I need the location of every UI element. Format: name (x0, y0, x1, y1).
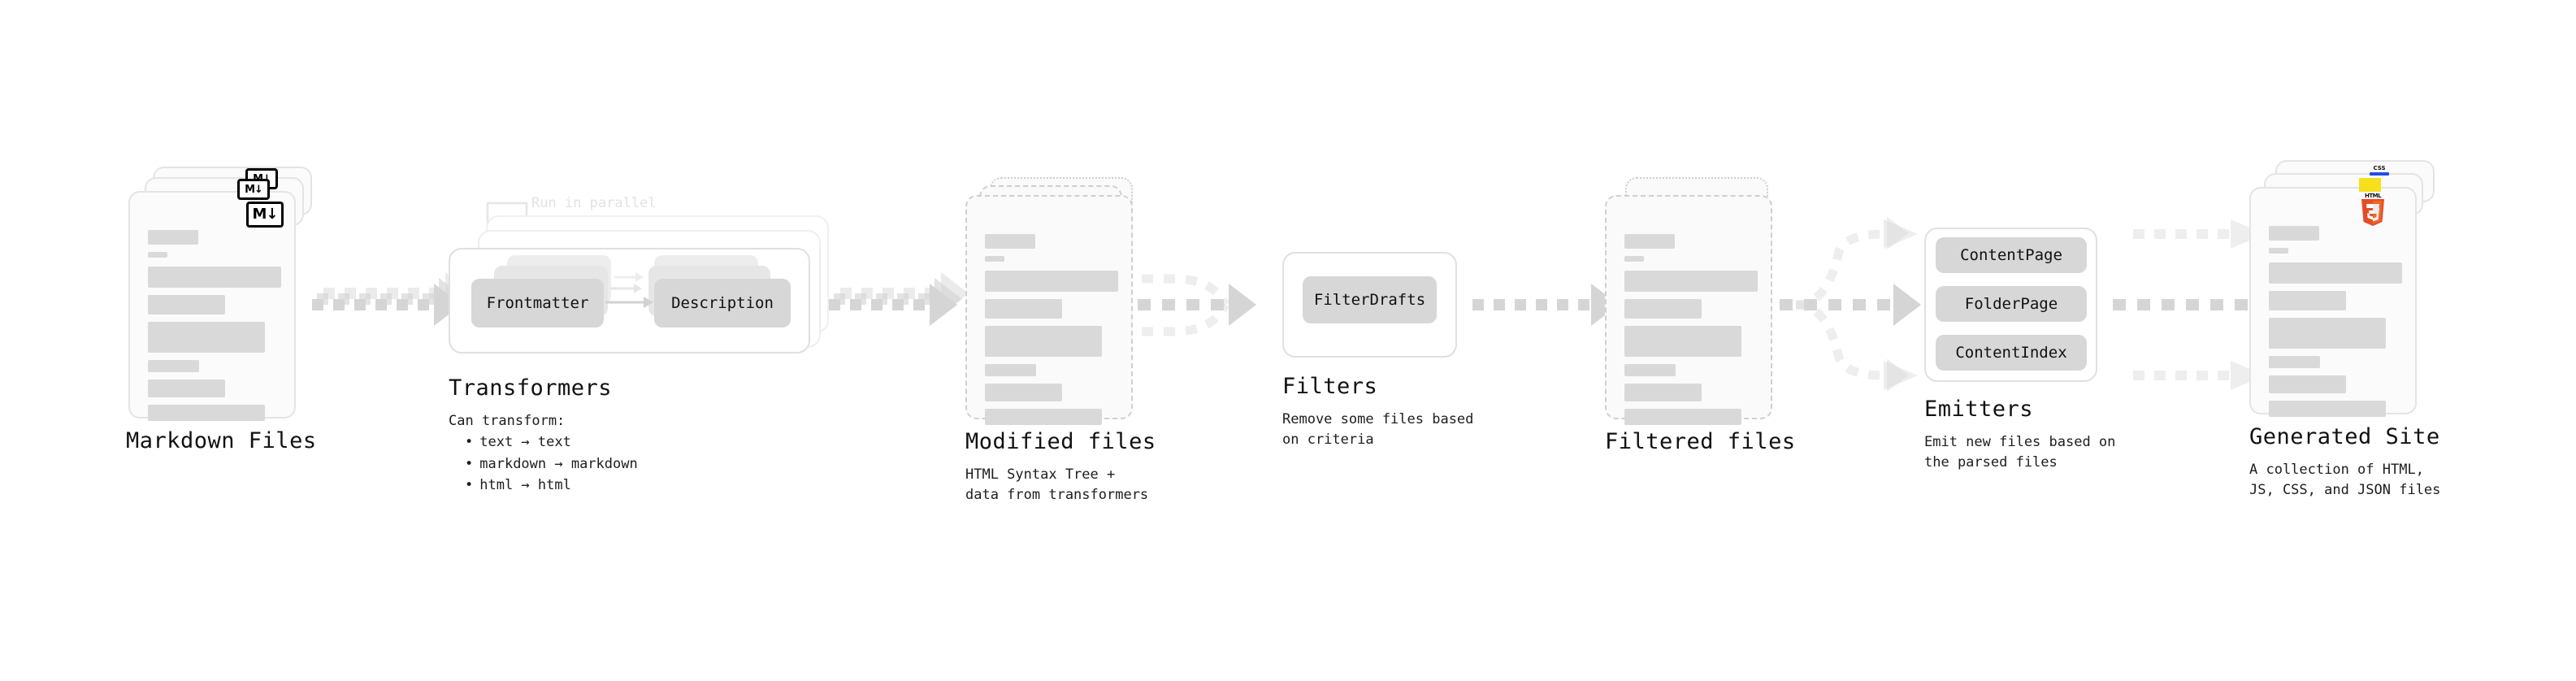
emitter-node-contentindex[interactable]: ContentIndex (1936, 335, 2087, 371)
css-badge-bar (2370, 172, 2389, 176)
filter-node-filterdrafts-label: FilterDrafts (1313, 291, 1426, 309)
emitter-node-contentpage-label: ContentPage (1960, 246, 2062, 264)
modified-files-title: Modified files (965, 429, 1156, 454)
emitter-node-folderpage-label: FolderPage (1964, 295, 2058, 313)
transformers-title: Transformers (449, 375, 613, 401)
doc-skeleton-bars (985, 234, 1118, 432)
html5-shield-icon (2361, 199, 2384, 226)
arrow-filtered-to-emitters (1780, 229, 1893, 380)
js-badge (2359, 178, 2381, 192)
transformers-caption-list: text → text markdown → markdown html → h… (449, 432, 638, 496)
emitter-node-contentindex-label: ContentIndex (1955, 344, 2067, 362)
emitter-node-contentpage[interactable]: ContentPage (1936, 237, 2087, 273)
emitter-node-folderpage[interactable]: FolderPage (1936, 286, 2087, 322)
filtered-files-title: Filtered files (1605, 429, 1796, 454)
transformer-node-frontmatter-label: Frontmatter (486, 294, 589, 312)
filters-subtitle: Remove some files based on criteria (1282, 411, 1474, 448)
doc-skeleton-bars (148, 230, 281, 428)
generated-site-stack: CSS HTML (0, 0, 2435, 417)
transformer-node-description[interactable]: Description (654, 279, 791, 327)
transformer-node-description-label: Description (671, 294, 774, 312)
css-badge: CSS (2370, 165, 2389, 176)
html5-badge: HTML (2359, 193, 2387, 227)
doc-skeleton-bars (2269, 226, 2402, 424)
transformers-caption-item-html: html → html (465, 475, 638, 496)
arrow-filters-to-filtered (1472, 284, 1619, 326)
arrow-modified-to-filters (1138, 274, 1235, 336)
emitters-title: Emitters (1924, 397, 2034, 422)
generated-site-subtitle: A collection of HTML, JS, CSS, and JSON … (2249, 462, 2441, 498)
arrow-transformers-to-modified (829, 272, 969, 326)
generated-doc-front (2249, 187, 2417, 417)
filtered-doc-front (1605, 195, 1772, 425)
markdown-badge-mid: M↓ (237, 179, 270, 200)
transformers-caption: Can transform: text → text markdown → ma… (449, 410, 638, 496)
run-in-parallel-label: Run in parallel (531, 195, 657, 211)
markdown-badge: M↓ (246, 202, 284, 228)
modified-doc-front (965, 195, 1133, 425)
markdown-badge-text: M↓ (252, 206, 279, 223)
transformers-caption-intro: Can transform: (449, 413, 566, 429)
emitters-subtitle: Emit new files based on the parsed files (1924, 434, 2116, 471)
markdown-badge-text-mid: M↓ (245, 183, 263, 196)
transformer-node-frontmatter[interactable]: Frontmatter (471, 279, 604, 327)
filters-title: Filters (1282, 374, 1378, 399)
filter-node-filterdrafts[interactable]: FilterDrafts (1303, 276, 1437, 323)
modified-files-subtitle: HTML Syntax Tree + data from transformer… (965, 466, 1149, 503)
markdown-doc-front (128, 191, 296, 421)
markdown-files-title: Markdown Files (126, 428, 317, 453)
html5-badge-word: HTML (2364, 193, 2382, 199)
css-badge-word: CSS (2373, 165, 2386, 171)
transformers-caption-item-markdown: markdown → markdown (465, 453, 637, 475)
doc-skeleton-bars (1624, 234, 1758, 432)
generated-site-title: Generated Site (2249, 424, 2440, 449)
transformers-caption-item-text: text → text (465, 432, 638, 453)
